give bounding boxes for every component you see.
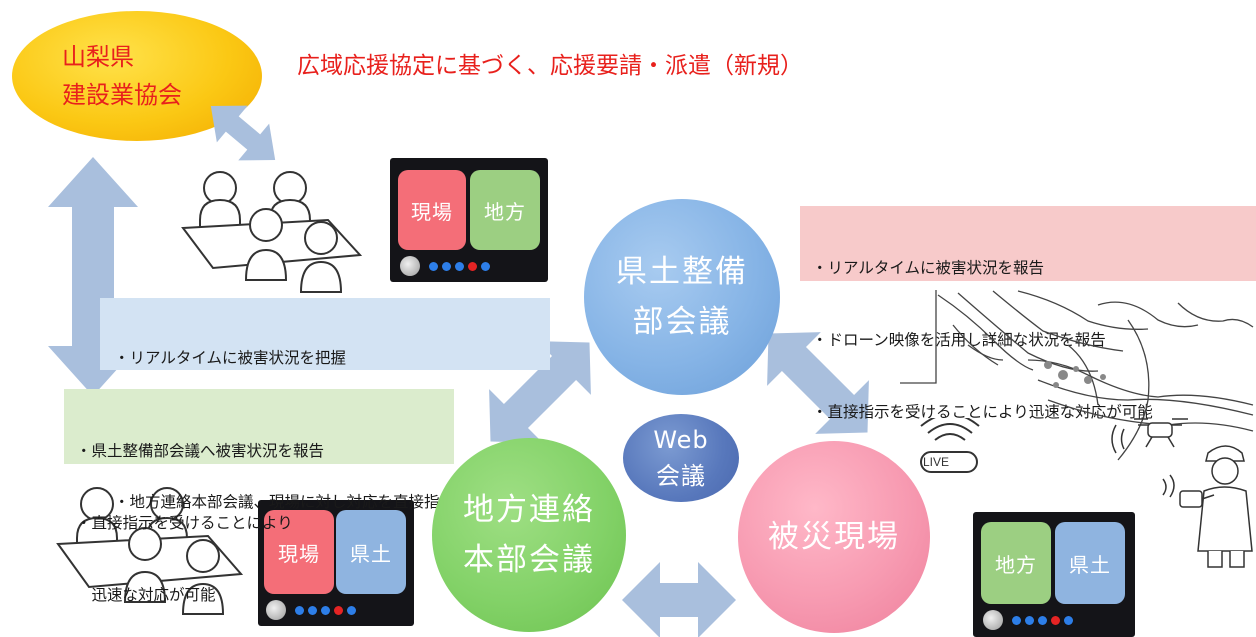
site-note-line: ・ドローン映像を活用し詳細な状況を報告	[812, 331, 1106, 349]
screen-pane-left: 地方	[981, 522, 1051, 604]
web-meeting-node: Web 会議	[623, 414, 739, 502]
association-label-line2: 建設業協会	[62, 81, 182, 109]
disaster-site-node: 被災現場	[738, 441, 930, 633]
video-screen-top: 現場 地方	[390, 158, 548, 282]
more-icon[interactable]	[295, 605, 304, 615]
local-meeting-node: 地方連絡本部会議	[432, 438, 626, 632]
association-label: 山梨県 建設業協会	[62, 38, 182, 114]
screen-pane-left: 現場	[398, 170, 466, 250]
pref-note-box: ・リアルタイムに被害状況を把握 ドローン映像等の詳細な情報により対応を検討 ・地…	[100, 298, 550, 511]
page-title: 広域応援協定に基づく、応援要請・派遣（新規）	[297, 53, 803, 79]
video-controls	[400, 256, 490, 276]
video-controls	[983, 610, 1073, 630]
site-note-box: ・リアルタイムに被害状況を報告 ・ドローン映像を活用し詳細な状況を報告 ・直接指…	[800, 206, 1256, 421]
screen-pane-left: 現場	[264, 510, 334, 594]
local-meeting-label-line1: 地方連絡	[463, 492, 595, 528]
drone-operator-illustration	[1111, 418, 1253, 568]
pref-meeting-node: 県土整備部会議	[584, 199, 780, 395]
video-icon[interactable]	[481, 261, 490, 271]
screen-pane-right: 県土	[1055, 522, 1125, 604]
vertical-double-arrow	[48, 157, 138, 396]
camera-icon[interactable]	[983, 610, 1003, 630]
meeting-illustration-bottom	[56, 487, 243, 615]
site-note-line: ・リアルタイムに被害状況を報告	[812, 259, 1045, 277]
more-icon[interactable]	[1012, 615, 1021, 625]
screen-pane-right: 県土	[336, 510, 406, 594]
meeting-illustration-top	[181, 171, 363, 293]
mic-icon[interactable]	[308, 605, 317, 615]
local-site-arrow	[622, 562, 736, 637]
web-meeting-label-line1: Web	[653, 426, 709, 454]
hangup-icon[interactable]	[334, 605, 343, 615]
local-note-line: 迅速な対応が可能	[76, 586, 216, 604]
live-signal-icon	[920, 418, 980, 473]
landslide-illustration	[900, 290, 1254, 461]
site-note-line: ・直接指示を受けることにより迅速な対応が可能	[812, 403, 1153, 421]
hangup-icon[interactable]	[1051, 615, 1060, 625]
association-meeting-arrow	[210, 105, 276, 161]
mic-icon[interactable]	[1025, 615, 1034, 625]
chat-icon[interactable]	[455, 261, 464, 271]
pref-meeting-label-line2: 部会議	[632, 304, 732, 340]
camera-icon[interactable]	[266, 600, 286, 620]
video-screen-bottom-right: 地方 県土	[973, 512, 1135, 637]
pref-local-arrow	[489, 341, 591, 443]
live-label: LIVE	[923, 455, 950, 469]
local-note-line: ・直接指示を受けることにより	[76, 514, 293, 532]
more-icon[interactable]	[429, 261, 438, 271]
web-meeting-label-line2: 会議	[655, 462, 706, 490]
mic-icon[interactable]	[442, 261, 451, 271]
pref-note-line: ・リアルタイムに被害状況を把握	[114, 349, 347, 367]
screen-pane-right: 地方	[470, 170, 540, 250]
disaster-site-label: 被災現場	[768, 519, 900, 555]
pref-meeting-label-line1: 県土整備	[616, 254, 748, 290]
pref-note-line: ・地方連絡本部会議、現場に対し対応を直接指示	[114, 493, 456, 511]
local-meeting-label-line2: 本部会議	[463, 542, 595, 578]
chat-icon[interactable]	[1038, 615, 1047, 625]
chat-icon[interactable]	[321, 605, 330, 615]
local-note-box: ・県土整備部会議へ被害状況を報告 ・直接指示を受けることにより 迅速な対応が可能	[64, 389, 454, 604]
association-label-line1: 山梨県	[62, 43, 134, 71]
hangup-icon[interactable]	[468, 261, 477, 271]
local-note-line: ・県土整備部会議へ被害状況を報告	[76, 442, 325, 460]
pref-site-arrow	[767, 332, 869, 434]
video-icon[interactable]	[347, 605, 356, 615]
video-controls	[266, 600, 356, 620]
video-screen-bottom-left: 現場 県土	[258, 500, 414, 626]
video-icon[interactable]	[1064, 615, 1073, 625]
camera-icon[interactable]	[400, 256, 420, 276]
